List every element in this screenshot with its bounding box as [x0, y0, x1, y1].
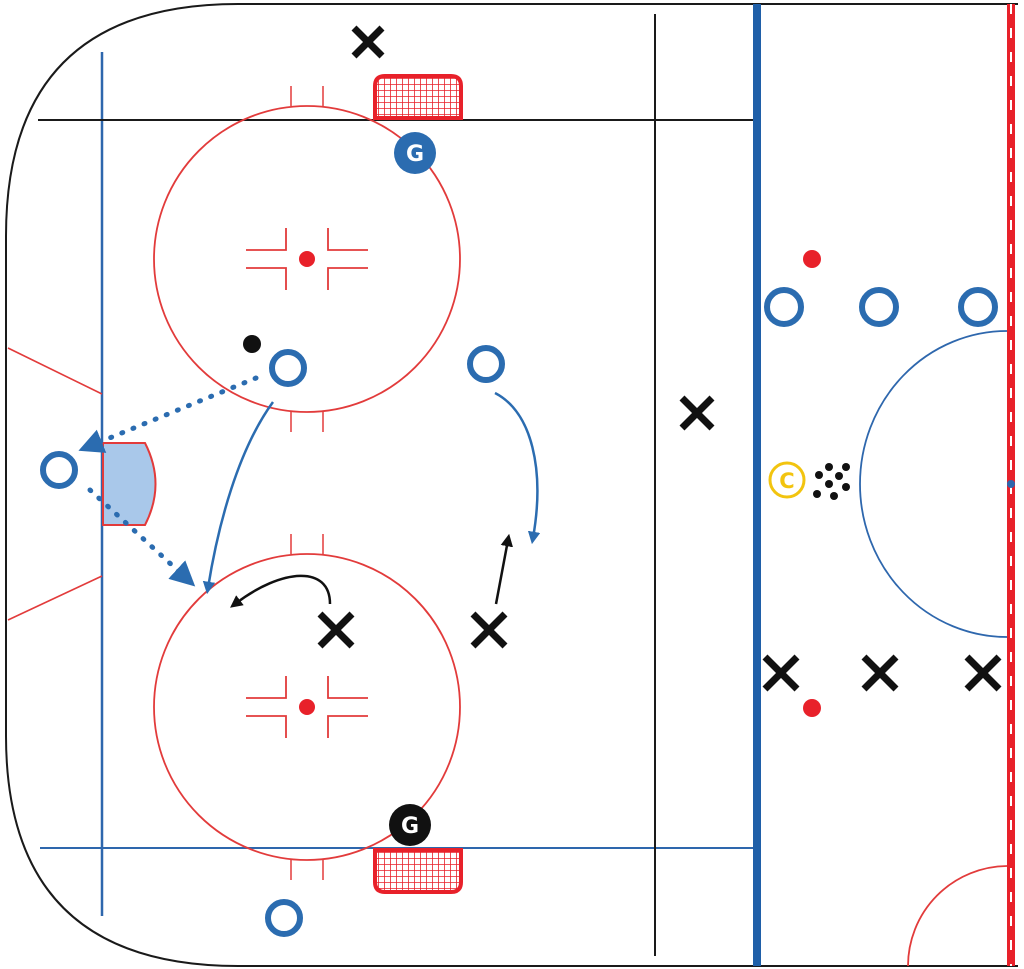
faceoff-dot	[299, 251, 315, 267]
o-player-icon	[764, 287, 804, 327]
o-player-icon	[40, 451, 78, 489]
net-icon-top	[373, 74, 463, 120]
x-player-icon	[762, 654, 800, 692]
coach-label: C	[779, 469, 794, 493]
skate-path-1	[202, 401, 275, 595]
o-player-icon	[467, 345, 505, 383]
o-player-icon	[265, 899, 303, 937]
o-player-icon	[958, 287, 998, 327]
trapezoid-line-bottom	[7, 575, 103, 621]
net-icon-bottom	[373, 848, 463, 894]
center-dot	[1007, 480, 1015, 488]
coach-icon: C	[768, 461, 806, 499]
goalie-label: G	[401, 814, 419, 839]
x-player-icon	[861, 654, 899, 692]
pass-path-dotted-2	[87, 487, 196, 587]
goal-crease	[102, 442, 157, 526]
neutral-dot-bottom	[803, 699, 821, 717]
goalie-icon-top: G	[394, 132, 436, 174]
rink-boards	[5, 3, 1018, 967]
pass-path-dotted-1	[78, 375, 259, 453]
x-player-icon	[679, 395, 715, 431]
trapezoid-line-top	[7, 347, 103, 395]
faceoff-circle-top	[153, 86, 461, 432]
x-player-icon	[317, 611, 355, 649]
center-circle-lower	[907, 865, 1008, 967]
skate-path-3	[230, 574, 332, 608]
x-player-icon	[964, 654, 1002, 692]
skate-path-4	[494, 533, 513, 605]
o-player-icon	[269, 349, 307, 387]
faceoff-circle-bottom	[153, 534, 461, 880]
goalie-label: G	[406, 142, 424, 167]
neutral-dot-top	[803, 250, 821, 268]
x-player-icon	[470, 611, 508, 649]
skate-path-2	[494, 391, 541, 545]
o-player-icon	[859, 287, 899, 327]
x-player-icon	[351, 25, 385, 59]
center-circle	[859, 330, 1008, 638]
puck-icon	[243, 335, 261, 353]
faceoff-dot	[299, 699, 315, 715]
goalie-icon-bottom: G	[389, 804, 431, 846]
puck-pile-icon	[813, 463, 850, 500]
